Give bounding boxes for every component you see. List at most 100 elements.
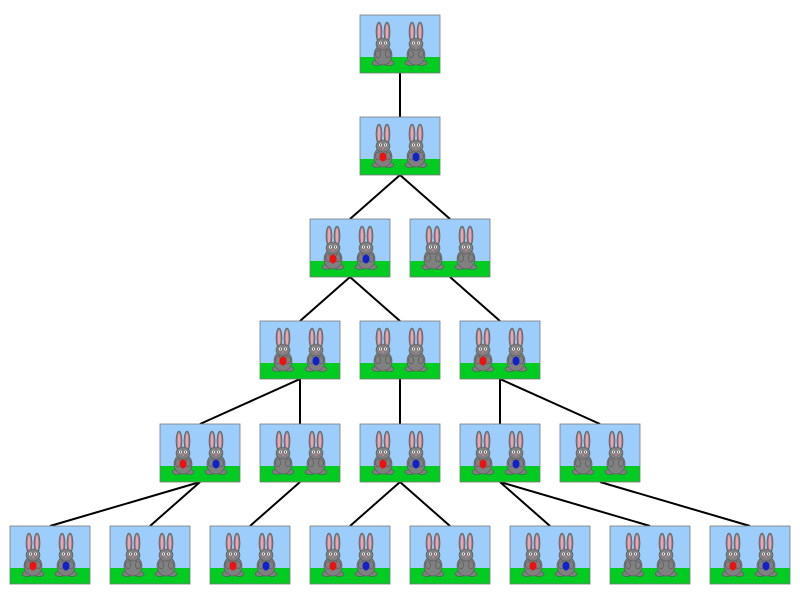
tree-node-n7 (159, 423, 241, 483)
grass-ground (460, 466, 540, 482)
tree-nodes (9, 14, 791, 585)
red-egg-icon (229, 561, 237, 571)
red-egg-icon (329, 561, 337, 571)
grass-ground (10, 568, 90, 584)
blue-egg-icon (62, 561, 70, 571)
bunny-icon (171, 430, 195, 475)
blue-egg-icon (512, 356, 520, 366)
red-egg-icon (279, 356, 287, 366)
bunny-icon (254, 532, 278, 577)
bunny-icon (304, 430, 328, 475)
tree-node-n0 (359, 14, 441, 74)
bunny-icon (471, 327, 495, 372)
tree-node-n19 (709, 525, 791, 585)
tree-edge (499, 481, 651, 527)
bunny-icon (471, 430, 495, 475)
tree-edges (49, 73, 751, 527)
tree-node-n14 (209, 525, 291, 585)
tree-edge (49, 481, 201, 527)
tree-node-n10 (459, 423, 541, 483)
grass-ground (310, 261, 390, 277)
tree-node-n1 (359, 116, 441, 176)
bunny-icon (404, 327, 428, 372)
tree-node-n13 (109, 525, 191, 585)
tree-edge (299, 276, 351, 322)
tree-edge (249, 481, 301, 527)
blue-egg-icon (312, 356, 320, 366)
tree-edge (499, 378, 601, 425)
tree-node-n16 (409, 525, 491, 585)
grass-ground (210, 568, 290, 584)
grass-ground (560, 466, 640, 482)
tree-edge (499, 481, 551, 527)
bunny-icon (371, 21, 395, 66)
grass-ground (310, 568, 390, 584)
blue-egg-icon (212, 459, 220, 469)
tree-node-n8 (259, 423, 341, 483)
bunny-icon (404, 430, 428, 475)
grass-ground (610, 568, 690, 584)
blue-egg-icon (412, 152, 420, 162)
bunny-icon (454, 225, 478, 270)
grass-ground (260, 466, 340, 482)
grass-ground (460, 363, 540, 379)
blue-egg-icon (362, 561, 370, 571)
tree-node-n3 (409, 218, 491, 278)
red-egg-icon (329, 254, 337, 264)
grass-ground (360, 159, 440, 175)
grass-ground (360, 57, 440, 73)
red-egg-icon (379, 152, 387, 162)
red-egg-icon (29, 561, 37, 571)
bunny-icon (454, 532, 478, 577)
red-egg-icon (479, 356, 487, 366)
bunny-icon (54, 532, 78, 577)
bunny-icon (721, 532, 745, 577)
grass-ground (160, 466, 240, 482)
tree-edge (349, 481, 401, 527)
bunny-icon (121, 532, 145, 577)
grass-ground (260, 363, 340, 379)
bunny-icon (404, 21, 428, 66)
bunny-icon (21, 532, 45, 577)
tree-edge (599, 481, 751, 527)
tree-edge (199, 378, 301, 425)
bunny-icon (521, 532, 545, 577)
blue-egg-icon (362, 254, 370, 264)
bunny-icon (404, 123, 428, 168)
tree-node-n15 (309, 525, 391, 585)
bunny-icon (421, 532, 445, 577)
red-egg-icon (529, 561, 537, 571)
bunny-icon (604, 430, 628, 475)
bunny-icon (371, 123, 395, 168)
grass-ground (410, 261, 490, 277)
grass-ground (110, 568, 190, 584)
tree-node-n4 (259, 320, 341, 380)
red-egg-icon (379, 459, 387, 469)
blue-egg-icon (412, 459, 420, 469)
grass-ground (410, 568, 490, 584)
blue-egg-icon (762, 561, 770, 571)
bunny-icon (304, 327, 328, 372)
blue-egg-icon (562, 561, 570, 571)
bunny-icon (571, 430, 595, 475)
blue-egg-icon (512, 459, 520, 469)
blue-egg-icon (262, 561, 270, 571)
tree-node-n2 (309, 218, 391, 278)
red-egg-icon (179, 459, 187, 469)
tree-edge (149, 481, 201, 527)
bunny-icon (654, 532, 678, 577)
bunny-icon (354, 225, 378, 270)
bunny-icon (754, 532, 778, 577)
bunny-icon (371, 430, 395, 475)
bunny-icon (371, 327, 395, 372)
tree-edge (449, 276, 501, 322)
red-egg-icon (729, 561, 737, 571)
grass-ground (360, 363, 440, 379)
tree-node-n9 (359, 423, 441, 483)
tree-node-n17 (509, 525, 591, 585)
bunny-icon (204, 430, 228, 475)
bunny-icon (321, 225, 345, 270)
red-egg-icon (479, 459, 487, 469)
bunny-icon (621, 532, 645, 577)
